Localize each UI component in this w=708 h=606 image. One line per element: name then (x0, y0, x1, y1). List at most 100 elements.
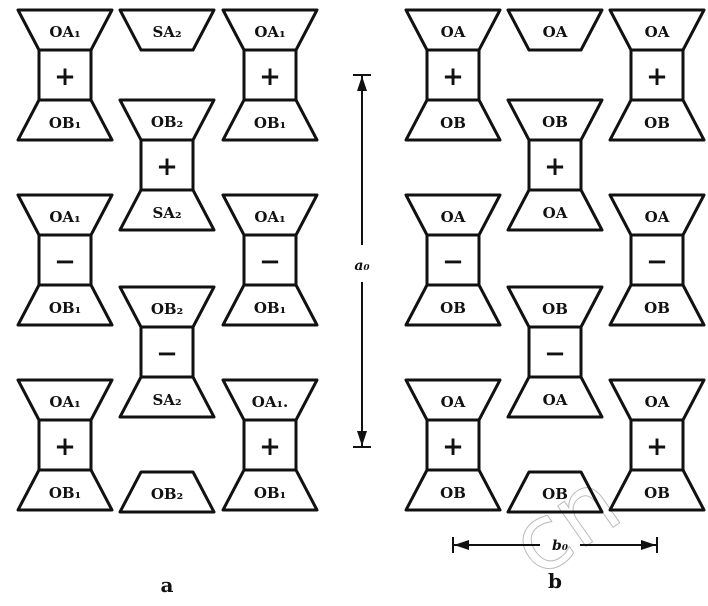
bottom-label: OB (644, 114, 670, 132)
bottom-label: OB₁ (49, 484, 81, 502)
top-label: OA₁. (252, 393, 289, 411)
arrowhead-left (454, 540, 469, 550)
top-label: OA (441, 393, 466, 411)
sign-label: − (259, 247, 281, 277)
sign-label: + (259, 432, 281, 462)
dimension-a0: a₀ (353, 74, 371, 448)
top-label: OB (542, 113, 568, 131)
panel-b-unit-col3-1: OA + OB (608, 8, 706, 142)
sign-label: + (442, 432, 464, 462)
bottom-label: OB₁ (254, 114, 286, 132)
trapezoid (506, 8, 604, 52)
bottom-trapezoid (608, 468, 706, 512)
bottom-label: OB₁ (49, 114, 81, 132)
bottom-trapezoid (506, 375, 604, 419)
panel-b-unit-middle-1: OB + OA (506, 98, 604, 232)
bottom-label: SA₂ (152, 204, 181, 222)
panel-a-unit-middle-1: OB₂ + SA₂ (118, 98, 216, 232)
bottom-trapezoid (118, 188, 216, 232)
panel-b-unit-middle-2: OB − OA (506, 285, 604, 419)
dimension-label-b0: b₀ (552, 538, 568, 554)
panel-b-caption: b (548, 569, 562, 593)
sign-label: + (646, 432, 668, 462)
panel-b-unit-col3-3: OA+OB (608, 378, 706, 512)
trapezoid-label: OA (543, 23, 568, 41)
sign-label: + (54, 432, 76, 462)
trapezoid-label: OB₂ (151, 485, 183, 503)
bottom-trapezoid (404, 468, 502, 512)
bottom-label: OB (440, 114, 466, 132)
trapezoid (118, 470, 216, 514)
panel-b-unit-col1-1: OA + OB (404, 8, 502, 142)
bottom-trapezoid (608, 98, 706, 142)
sign-label: + (544, 152, 566, 182)
bottom-label: OB₁ (254, 484, 286, 502)
bottom-trapezoid (404, 98, 502, 142)
bottom-trapezoid (506, 188, 604, 232)
top-label: OA (645, 208, 670, 226)
panel-a-unit-col3-2: OA₁ − OB₁ (221, 193, 319, 327)
diagram-layer: OA₁+OB₁OA₁−OB₁OA₁+OB₁SA₂OB₂+SA₂OB₂−SA₂OB… (16, 8, 706, 597)
dimension-b0: b₀ (452, 537, 658, 554)
sign-label: − (646, 247, 668, 277)
sign-label: − (156, 339, 178, 369)
arrowhead-down (357, 431, 367, 446)
bottom-label: OB (440, 484, 466, 502)
panel-b-loose-bottom: OB (506, 470, 604, 514)
top-label: OA₁ (49, 23, 80, 41)
panel-b-unit-col3-2: OA − OB (608, 193, 706, 327)
panel-a-unit-col1-3: OA₁ + OB₁ (16, 378, 114, 512)
top-label: OA₁ (254, 23, 285, 41)
sign-label: + (156, 152, 178, 182)
top-label: OA₁ (254, 208, 285, 226)
bottom-label: OA (543, 204, 568, 222)
top-label: OA (645, 23, 670, 41)
bottom-label: OA (543, 391, 568, 409)
panel-a-unit-col1-1: OA₁ + OB₁ (16, 8, 114, 142)
bottom-trapezoid (404, 283, 502, 327)
panel-a-unit-col3-1: OA₁ + OB₁ (221, 8, 319, 142)
panel-b-loose-top: OA (506, 8, 604, 52)
panel-a-unit-middle-2: OB₂ − SA₂ (118, 285, 216, 419)
top-label: OB₂ (151, 300, 183, 318)
bottom-label: OB (644, 484, 670, 502)
top-label: OA (441, 23, 466, 41)
bottom-trapezoid (16, 98, 114, 142)
panel-b-unit-col1-3: OA + OB (404, 378, 502, 512)
top-label: OB (542, 300, 568, 318)
bottom-trapezoid (608, 283, 706, 327)
trapezoid (118, 8, 216, 52)
top-label: OA₁ (49, 393, 80, 411)
trapezoid-label: OB (542, 485, 568, 503)
panel-a-caption: a (161, 573, 174, 597)
bottom-label: OB (644, 299, 670, 317)
bottom-trapezoid (221, 283, 319, 327)
panel-a-unit-col1-2: OA₁ − OB₁ (16, 193, 114, 327)
top-label: OB₂ (151, 113, 183, 131)
sign-label: − (442, 247, 464, 277)
top-label: OA (441, 208, 466, 226)
bottom-label: SA₂ (152, 391, 181, 409)
panel-b-unit-col1-2: OA−OB (404, 193, 502, 327)
trapezoid-label: SA₂ (152, 23, 181, 41)
dimension-label-a0: a₀ (354, 258, 369, 274)
arrowhead-right (641, 540, 656, 550)
arrowhead-up (357, 76, 367, 91)
sign-label: − (54, 247, 76, 277)
bottom-label: OB₁ (254, 299, 286, 317)
bottom-trapezoid (221, 468, 319, 512)
panel-a-loose-bottom: OB₂ (118, 470, 216, 514)
panel-a-loose-top: SA₂ (118, 8, 216, 52)
sign-label: + (259, 62, 281, 92)
bottom-trapezoid (16, 283, 114, 327)
sign-label: − (544, 339, 566, 369)
bottom-label: OB₁ (49, 299, 81, 317)
top-label: OA₁ (49, 208, 80, 226)
bottom-trapezoid (221, 98, 319, 142)
sign-label: + (54, 62, 76, 92)
panel-a-unit-col3-3: OA₁. + OB₁ (221, 378, 319, 512)
sign-label: + (442, 62, 464, 92)
sign-label: + (646, 62, 668, 92)
